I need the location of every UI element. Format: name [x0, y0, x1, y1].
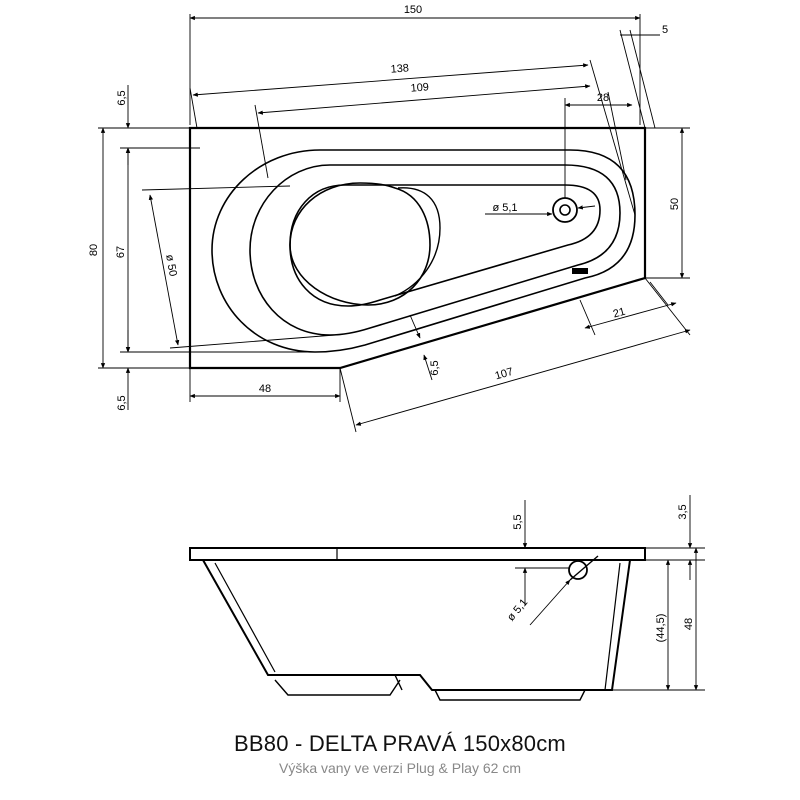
dim-5: 5	[662, 24, 668, 36]
drain-inner	[559, 204, 571, 216]
dim-dia-50: ø 50	[163, 254, 179, 278]
drawing-subtitle: Výška vany ve verzi Plug & Play 62 cm	[279, 760, 521, 776]
overflow-marker	[572, 268, 588, 274]
dim-50: 50	[669, 198, 681, 210]
top-view-labels: 150 5 138 109 28 6,5 80 67 ø 50 ø 5,1 50…	[88, 4, 681, 411]
dim-67: 67	[115, 246, 127, 258]
dim-150: 150	[404, 4, 422, 16]
dim-138: 138	[390, 62, 409, 75]
tub-outline	[188, 126, 647, 370]
drain-outer	[552, 197, 578, 223]
tub-feet	[274, 674, 586, 701]
backrest-circle	[289, 182, 431, 306]
dim-80: 80	[88, 244, 100, 256]
tub-body	[202, 559, 631, 691]
top-view	[188, 126, 647, 370]
dim-109: 109	[410, 81, 429, 94]
dim-3-5: 3,5	[677, 504, 689, 519]
dim-drain-dia: ø 5,1	[492, 202, 517, 214]
drawing-title: BB80 - DELTA PRAVÁ 150x80cm	[234, 731, 566, 756]
dim-6-5-inner: 6,5	[429, 360, 441, 375]
dim-21: 21	[612, 306, 627, 321]
dim-overflow-dia: ø 5,1	[505, 597, 530, 624]
overflow-circle	[568, 560, 588, 580]
basin-outer-contour	[211, 149, 636, 353]
overflow-line	[569, 555, 599, 581]
dim-107: 107	[494, 366, 515, 383]
tub-rim	[189, 547, 646, 561]
dim-6-5-bottom: 6,5	[116, 395, 128, 410]
dim-44-5: (44,5)	[655, 614, 667, 643]
side-view	[189, 547, 646, 701]
inner-wall-line	[214, 562, 621, 691]
dim-48-side: 48	[683, 618, 695, 630]
dim-48-bottom: 48	[259, 383, 271, 395]
seat-arc	[394, 187, 441, 297]
dim-28: 28	[597, 92, 609, 104]
dim-6-5-top: 6,5	[116, 90, 128, 105]
dim-5-5: 5,5	[512, 514, 524, 529]
top-view-dimensions	[98, 14, 691, 433]
side-view-dimensions	[515, 495, 705, 691]
basin-inner-contour	[249, 164, 621, 336]
